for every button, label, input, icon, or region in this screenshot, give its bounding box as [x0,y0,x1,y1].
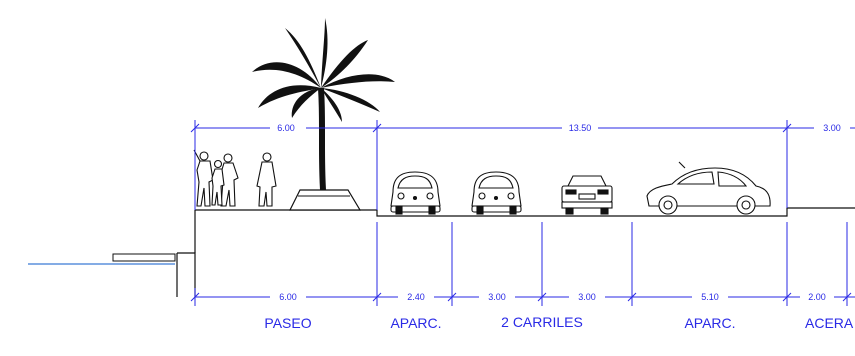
bottom-dimension-line: 6.00 2.40 3.00 3.00 5.10 2.00 [190,222,855,306]
dimension-label: 3.00 [488,292,506,302]
zone-label-aparc-right: APARC. [684,315,735,331]
dimension-label: 13.50 [569,123,592,133]
car-rear-icon [561,175,613,215]
car-side-icon [646,161,771,215]
seawall [177,252,196,297]
car-front-icon [471,171,522,215]
dimension-label: 6.00 [279,292,297,302]
dimension-label: 3.00 [823,123,841,133]
car-front-icon [390,171,441,215]
pedestrians-icon [193,149,277,207]
top-dimension-line: 6.00 13.50 3.00 [190,120,855,210]
dimension-label: 2.00 [808,292,826,302]
dimension-label: 6.00 [277,123,295,133]
zone-label-carriles: 2 CARRILES [501,314,583,330]
zone-label-paseo: PASEO [264,315,311,331]
dimension-label: 3.00 [578,292,596,302]
palm-tree-icon [252,18,395,211]
zone-label-aparc-left: APARC. [390,315,441,331]
pier-slab [112,253,176,262]
dimension-label: 5.10 [701,292,719,302]
dimension-label: 2.40 [407,292,425,302]
zone-labels: PASEO APARC. 2 CARRILES APARC. ACERA [264,314,853,331]
zone-label-acera: ACERA [805,315,854,331]
